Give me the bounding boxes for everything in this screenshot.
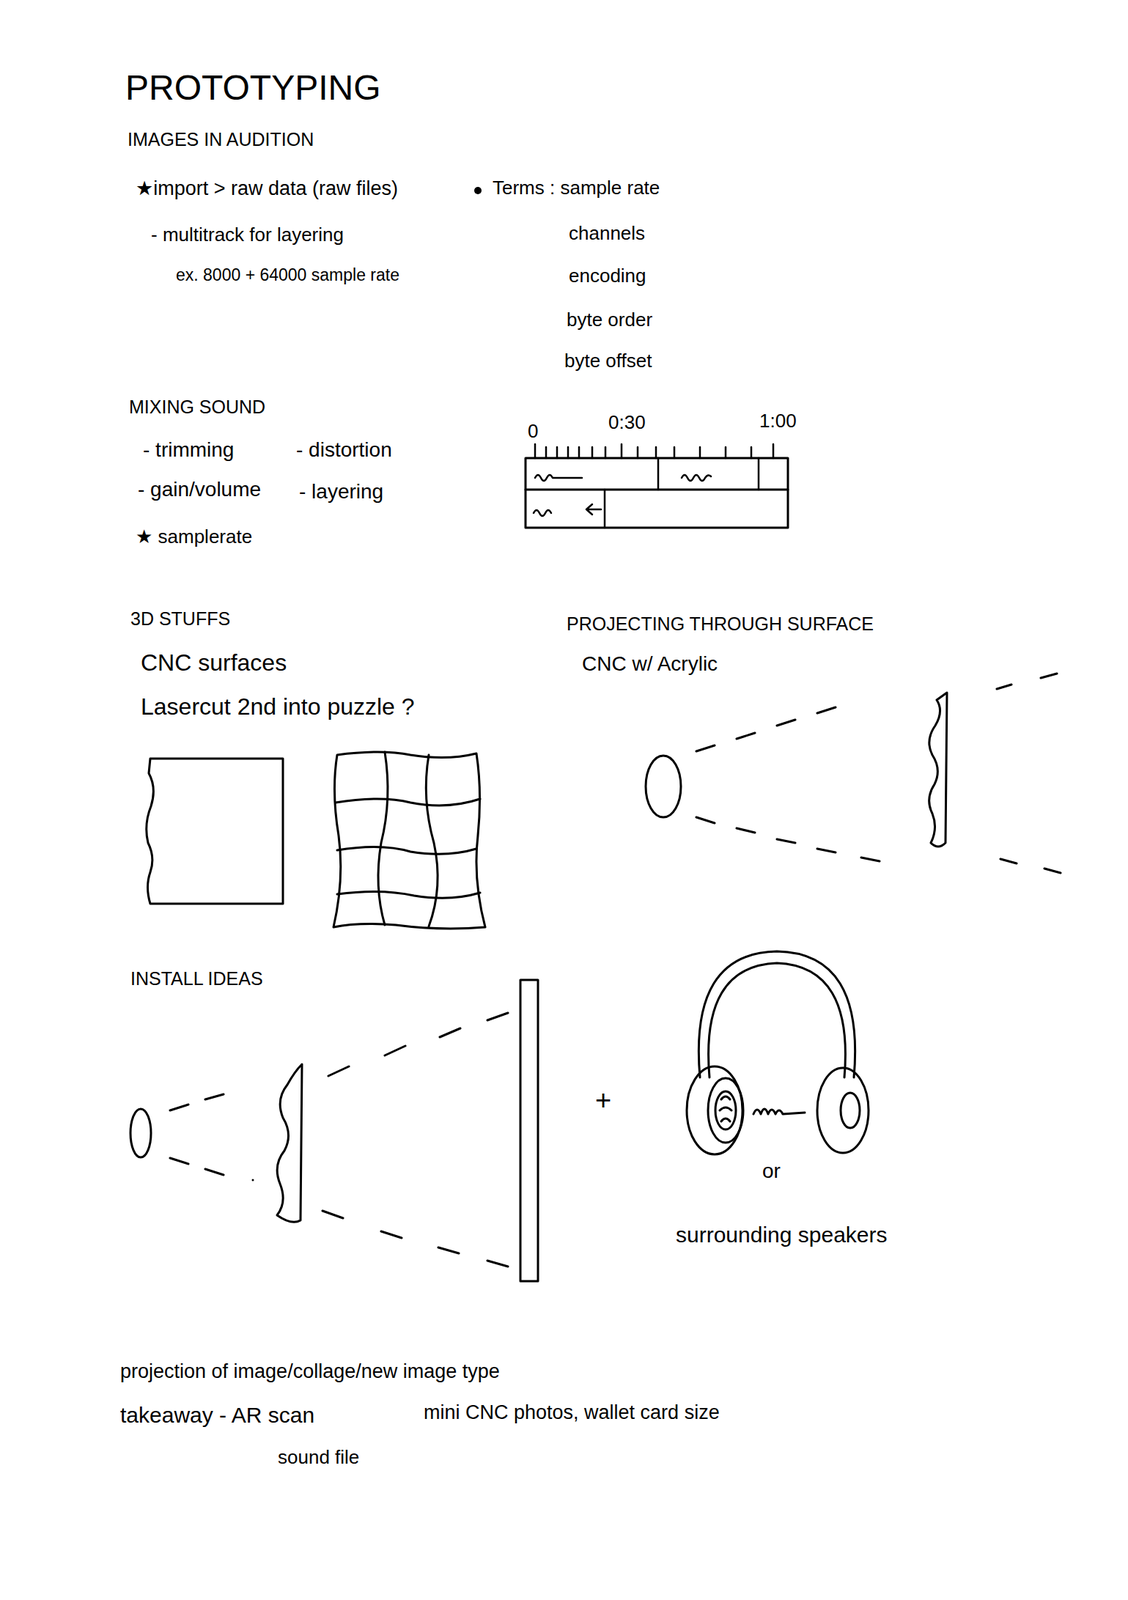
note-text: takeaway - AR scan [120, 1402, 315, 1429]
note-text: - gain/volume [137, 477, 261, 502]
section-heading: MIXING SOUND [128, 396, 266, 418]
section-heading: IMAGES IN AUDITION [127, 128, 314, 151]
note-text: surrounding speakers [675, 1222, 888, 1249]
section-heading: PROJECTING THROUGH SURFACE [566, 613, 874, 635]
note-text: or [762, 1159, 781, 1183]
note-text: CNC w/ Acrylic [581, 652, 718, 676]
note-text: - layering [299, 480, 384, 504]
note-text: mini CNC photos, wallet card size [423, 1401, 720, 1425]
note-text: CNC surfaces [140, 649, 287, 677]
timeline-mark: 0 [527, 420, 538, 443]
note-text: Terms : sample rate [492, 177, 660, 200]
note-text: projection of image/collage/new image ty… [120, 1360, 500, 1384]
note-text: byte offset [564, 350, 653, 373]
section-heading: INSTALL IDEAS [130, 968, 264, 990]
note-text: - trimming [142, 438, 234, 462]
plus-sign: + [595, 1084, 612, 1118]
timeline-mark: 1:00 [759, 410, 797, 433]
note-text: channels [568, 222, 645, 245]
note-text: encoding [568, 265, 647, 288]
page-title: PROTOTYPING [125, 67, 382, 108]
section-heading: 3D STUFFS [130, 608, 231, 630]
timeline-mark: 0:30 [608, 411, 646, 434]
note-text: - multitrack for layering [150, 224, 344, 247]
note-text: ex. 8000 + 64000 sample rate [175, 265, 400, 285]
note-text: ★ samplerate [135, 526, 253, 549]
note-text: sound file [277, 1446, 360, 1469]
note-text: ★import > raw data (raw files) [135, 177, 398, 201]
note-text: - distortion [296, 438, 393, 462]
note-text: Lasercut 2nd into puzzle ? [140, 693, 415, 721]
note-text: byte order [566, 309, 653, 332]
